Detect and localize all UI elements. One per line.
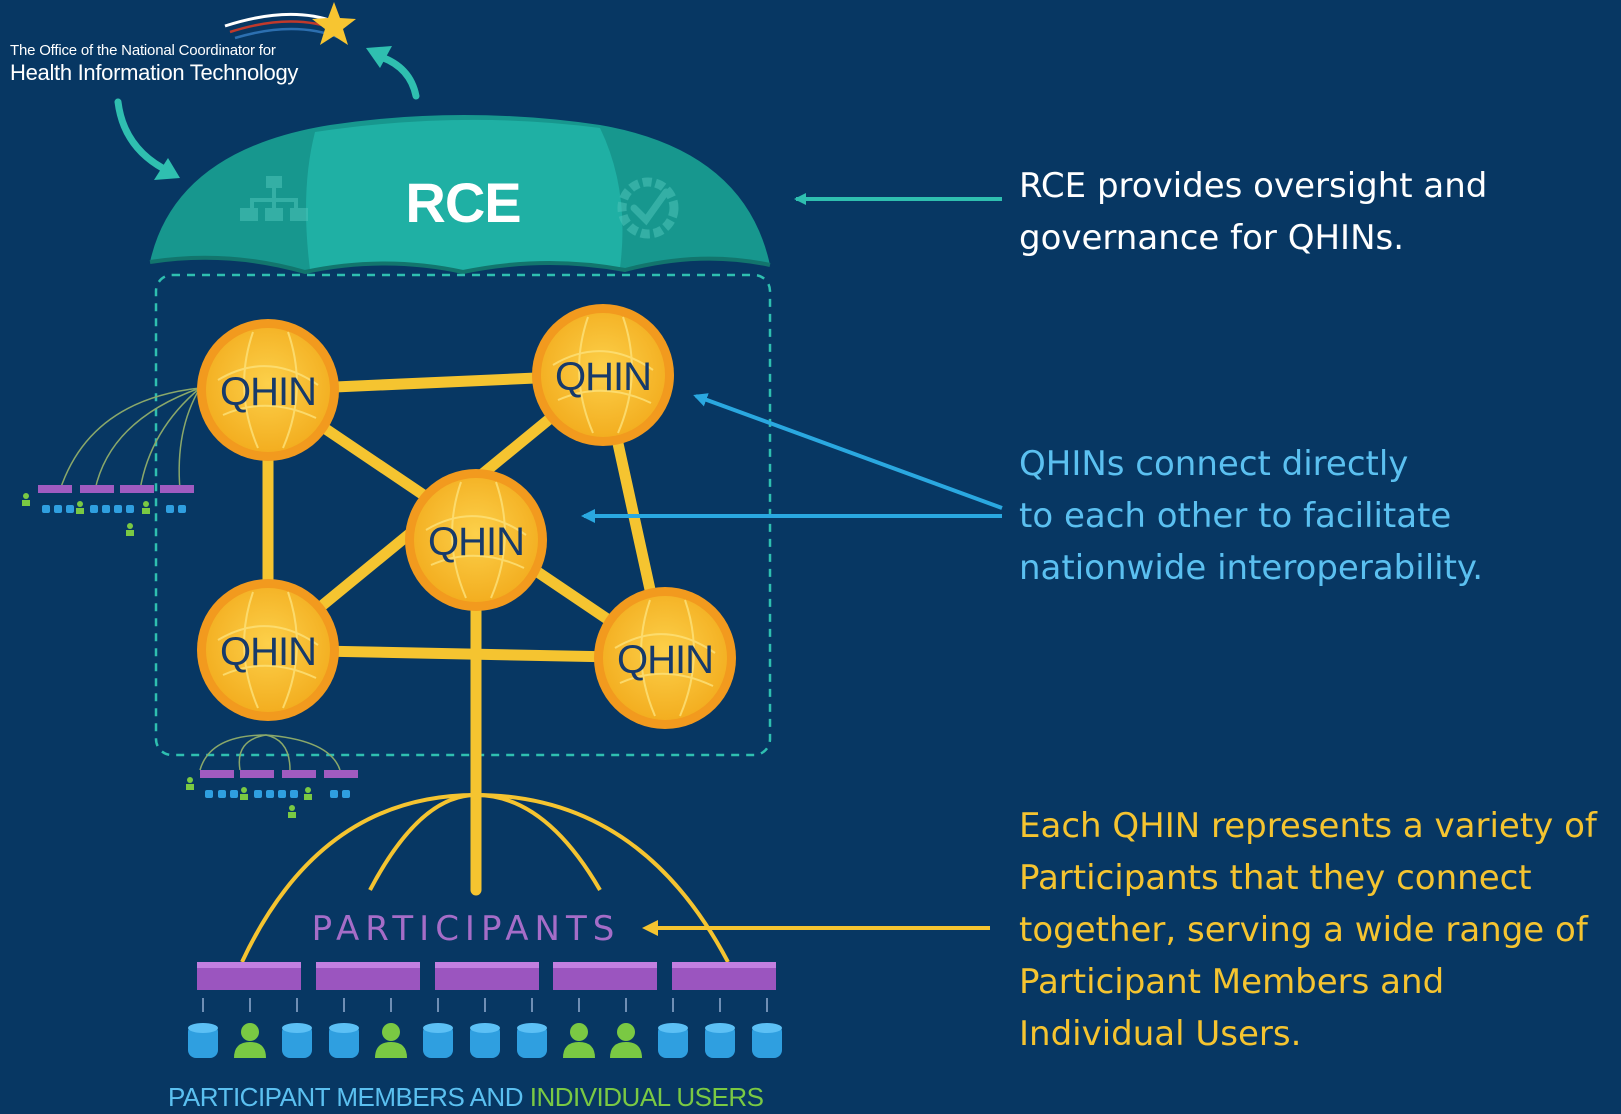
rce-callout: RCE provides oversight and governance fo… [1019, 160, 1487, 264]
database-icon [329, 1023, 359, 1058]
database-icon [282, 1023, 312, 1058]
footer-members: PARTICIPANT MEMBERS AND [168, 1082, 523, 1112]
onc-logo-line2: Health Information Technology [10, 60, 299, 85]
qhin-callout-line: nationwide interoperability. [1019, 548, 1483, 588]
curved-arrow-down [114, 98, 174, 176]
qhin-callout-line: QHINs connect directly [1019, 444, 1409, 484]
globe-pattern-icon [552, 316, 654, 434]
database-icon [752, 1023, 782, 1058]
qhin-disc [414, 478, 538, 602]
checkmark-badge-icon [617, 177, 679, 239]
database-icon [517, 1023, 547, 1058]
globe-pattern-icon [425, 481, 527, 599]
database-icon [470, 1023, 500, 1058]
rce-label: RCE [405, 171, 520, 234]
participants-label: PARTICIPANTS [312, 909, 621, 949]
onc-logo: The Office of the National Coordinator f… [10, 42, 298, 86]
participants-callout-line: Participant Members and [1019, 962, 1445, 1002]
qhin-node: QHIN [197, 579, 339, 721]
person-icon [234, 1023, 266, 1058]
globe-pattern-icon [217, 331, 319, 449]
qhin-label: QHIN [617, 638, 713, 682]
qhin-label: QHIN [220, 630, 316, 674]
qhin-disc [541, 313, 665, 437]
participant-arcs [240, 792, 730, 963]
qhin-callout-line: to each other to facilitate [1019, 496, 1452, 536]
qhin-callout-arrow-1 [693, 393, 1003, 510]
participants-callout-line: together, serving a wide range of [1019, 910, 1588, 950]
qhin-label: QHIN [220, 370, 316, 414]
database-icon [188, 1023, 218, 1058]
qhin-callout: QHINs connect directly to each other to … [1019, 438, 1483, 594]
curved-arrow-up [374, 52, 420, 100]
person-icon [563, 1023, 595, 1058]
person-icon [375, 1023, 407, 1058]
qhin-disc [603, 596, 727, 720]
star-icon [312, 2, 356, 45]
footer-caption: PARTICIPANT MEMBERS AND INDIVIDUAL USERS [168, 1082, 764, 1113]
footer-users: INDIVIDUAL USERS [529, 1082, 764, 1112]
participants-callout-line: Each QHIN represents a variety of [1019, 806, 1597, 846]
qhin-node: QHIN [197, 319, 339, 461]
qhin-node: QHIN [594, 587, 736, 729]
database-icon [705, 1023, 735, 1058]
participant-bars [197, 962, 776, 990]
qhin-disc [206, 328, 330, 452]
globe-pattern-icon [217, 591, 319, 709]
rce-umbrella: RCE [149, 115, 771, 275]
globe-pattern-icon [614, 599, 716, 717]
database-icon [423, 1023, 453, 1058]
org-chart-icon [240, 176, 308, 221]
qhin-label: QHIN [428, 520, 524, 564]
database-icon [658, 1023, 688, 1058]
onc-logo-line1: The Office of the National Coordinator f… [10, 42, 276, 59]
qhin-disc [206, 588, 330, 712]
participant-cluster-left [22, 387, 201, 536]
onc-logo-mark [224, 2, 356, 45]
qhin-node: QHIN [532, 304, 674, 446]
participant-cluster-bottom-left [186, 734, 358, 818]
participants-callout-line: Participants that they connect [1019, 858, 1532, 898]
rce-callout-line: governance for QHINs. [1019, 218, 1405, 258]
participants-callout-line: Individual Users. [1019, 1014, 1302, 1054]
qhin-node: QHIN [405, 469, 547, 611]
participant-members-row [188, 998, 782, 1058]
participants-callout: Each QHIN represents a variety of Partic… [1019, 800, 1597, 1060]
qhin-label: QHIN [555, 355, 651, 399]
person-icon [610, 1023, 642, 1058]
rce-callout-line: RCE provides oversight and [1019, 166, 1488, 206]
